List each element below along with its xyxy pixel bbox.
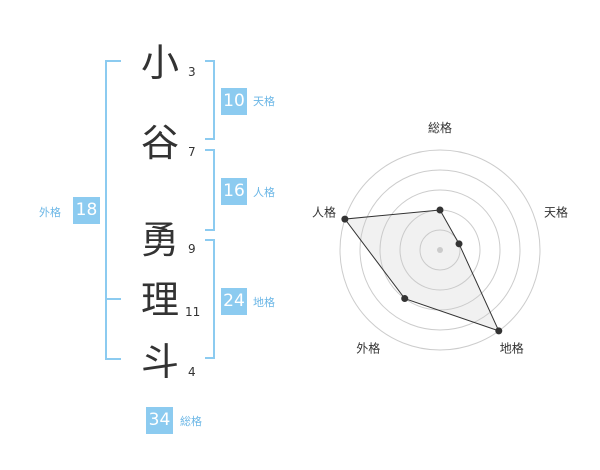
radar-point-5: [341, 215, 349, 223]
chikaku-value: 24: [221, 288, 247, 315]
jinkaku-value: 16: [221, 178, 247, 205]
radar-point-4: [401, 295, 409, 303]
radar-grid-ring: [359, 169, 521, 331]
tenkaku-value: 10: [221, 88, 247, 115]
jinkaku-label: 人格: [253, 186, 275, 199]
radar-axis-label-5: 人格: [312, 204, 336, 219]
radar-grid-ring: [339, 149, 541, 351]
soukaku-label: 総格: [180, 415, 202, 428]
name-char-2: 谷: [141, 121, 180, 165]
name-char-4: 理: [141, 278, 180, 322]
stroke-count-4: 11: [185, 305, 201, 319]
stroke-count-1: 3: [188, 65, 196, 79]
stroke-count-3: 9: [188, 242, 196, 256]
soukaku-value: 34: [146, 407, 173, 434]
radar-point-3: [495, 327, 503, 335]
radar-grid-ring: [379, 189, 501, 311]
gaikaku-bracket: [105, 60, 121, 360]
name-char-5: 斗: [141, 340, 180, 384]
tenkaku-bracket: [205, 60, 215, 140]
radar-data: [341, 206, 503, 335]
radar-axis-label-3: 地格: [500, 341, 524, 356]
gaikaku-value: 18: [73, 197, 100, 224]
radar-grid-ring: [419, 229, 461, 271]
stroke-count-5: 4: [188, 365, 196, 379]
radar-axis-label-1: 総格: [428, 120, 452, 135]
name-char-1: 小: [141, 41, 180, 85]
gaikaku-bracket-divider: [105, 298, 121, 300]
chikaku-label: 地格: [253, 296, 275, 309]
radar-axis-label-4: 外格: [356, 341, 380, 356]
gaikaku-label: 外格: [39, 206, 61, 219]
radar-axis-label-2: 天格: [544, 204, 568, 219]
tenkaku-label: 天格: [253, 95, 275, 108]
name-char-3: 勇: [141, 218, 180, 262]
chikaku-bracket: [205, 239, 215, 359]
radar-polygon: [343, 209, 500, 332]
radar-point-1: [436, 206, 444, 214]
radar-center-dot: [437, 247, 443, 253]
jinkaku-bracket: [205, 149, 215, 231]
stroke-count-2: 7: [188, 145, 196, 159]
radar-point-2: [455, 240, 463, 248]
